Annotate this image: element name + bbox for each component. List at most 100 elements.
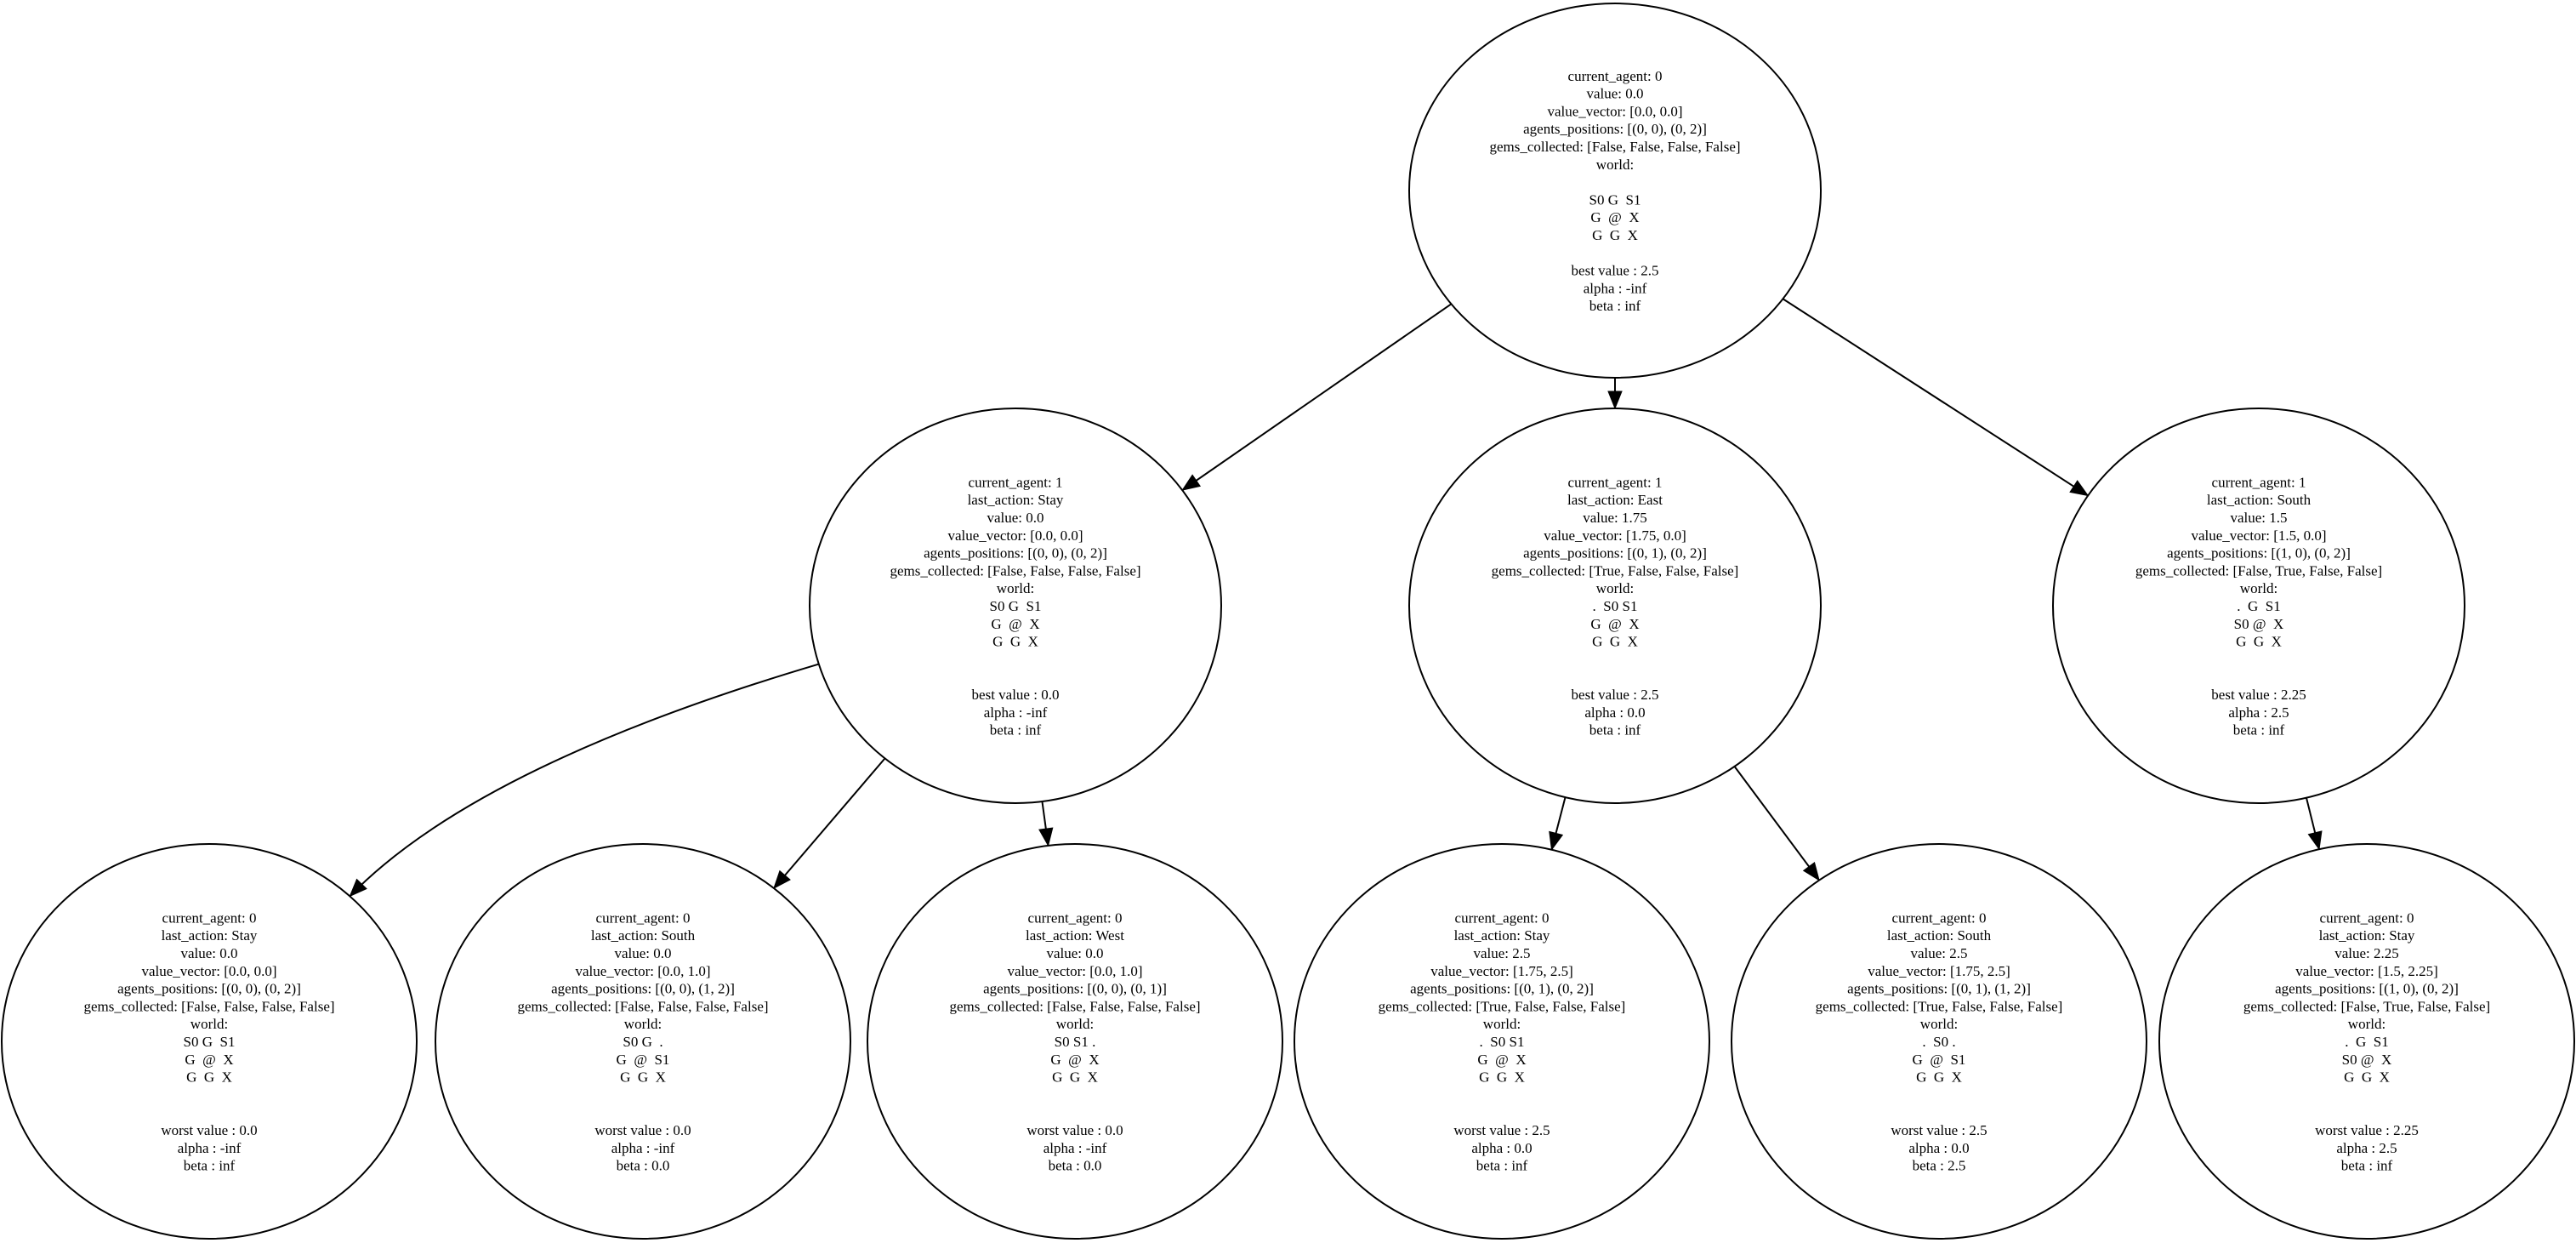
node-text-line: . S0 S1 [1593, 598, 1638, 614]
node-text-line: world: [2240, 580, 2277, 596]
node-text-line: world: [1596, 157, 1634, 173]
node-text-line: alpha : -inf [611, 1140, 675, 1156]
node-text-line: beta : inf [1476, 1158, 1528, 1174]
node-text-line: agents_positions: [(1, 0), (0, 2)] [2167, 545, 2351, 562]
node-text-line: current_agent: 1 [2212, 474, 2306, 490]
node-text-line: gems_collected: [False, True, False, Fal… [2243, 998, 2490, 1014]
node-text-line: best value : 0.0 [972, 687, 1060, 703]
node-text-line: gems_collected: [True, False, False, Fal… [1379, 998, 1626, 1014]
node-text-line: worst value : 0.0 [594, 1122, 691, 1138]
node-text-line: alpha : 2.5 [2336, 1140, 2397, 1156]
node-text-line: value_vector: [0.0, 1.0] [1007, 963, 1142, 979]
node-text-line: alpha : 0.0 [1584, 704, 1645, 721]
node-text-line: value_vector: [0.0, 0.0] [141, 963, 276, 979]
node-text-line: value_vector: [0.0, 1.0] [575, 963, 710, 979]
node-text-line: last_action: Stay [968, 492, 1064, 508]
node-text-line: value_vector: [1.75, 2.5] [1868, 963, 2010, 979]
tree-node-n1-south: current_agent: 1 last_action: South value:… [2052, 408, 2465, 804]
node-text-line: worst value : 0.0 [1026, 1122, 1123, 1138]
edges-layer [349, 298, 2323, 898]
node-text-line: alpha : -inf [984, 704, 1048, 721]
node-text-line: value: 1.5 [2230, 510, 2287, 526]
node-text-line: value: 0.0 [1586, 86, 1643, 102]
node-text-line: best value : 2.5 [1572, 687, 1659, 703]
node-text-line: value_vector: [1.75, 0.0] [1544, 527, 1686, 544]
node-text-line: best value : 2.5 [1572, 263, 1659, 279]
arrowhead-n1-south [2069, 480, 2090, 497]
node-text-line: G @ X [185, 1052, 233, 1068]
node-text-line: last_action: Stay [1454, 927, 1550, 944]
arrowhead-n2-stay-south [773, 870, 791, 890]
node-text-line: beta : inf [184, 1158, 236, 1174]
node-text-line: G G X [1479, 1069, 1525, 1086]
node-text-line: agents_positions: [(0, 1), (1, 2)] [1847, 981, 2031, 997]
node-text-line: G G X [186, 1069, 232, 1086]
node-text-line: agents_positions: [(0, 1), (0, 2)] [1410, 981, 1594, 997]
node-text-line: value_vector: [0.0, 0.0] [1547, 103, 1682, 119]
node-text-line: G G X [1592, 634, 1638, 650]
node-text-line: last_action: Stay [162, 927, 258, 944]
node-text-line: gems_collected: [False, False, False, Fa… [1489, 139, 1740, 155]
node-text-line: value_vector: [0.0, 0.0] [947, 527, 1083, 544]
node-text-line: last_action: South [1887, 927, 1992, 944]
arrowhead-n2-east-south [1802, 861, 1820, 881]
arrowhead-n2-stay-west [1038, 827, 1054, 847]
edge-n1-east-to-n2-east-south [1733, 766, 1820, 881]
node-text-line: agents_positions: [(0, 0), (0, 2)] [1523, 121, 1707, 137]
node-text-line: S0 S1 . [1055, 1034, 1096, 1050]
node-circle [1408, 408, 1822, 804]
node-text-line: worst value : 2.5 [1453, 1122, 1550, 1138]
node-text-line: world: [1596, 580, 1634, 596]
node-text-line: alpha : -inf [1043, 1140, 1107, 1156]
edge-root-to-n1-south [1782, 298, 2089, 497]
node-text-line: value: 0.0 [1046, 945, 1103, 961]
edge-root-to-n1-stay [1181, 303, 1453, 492]
node-text-line: last_action: South [2207, 492, 2312, 508]
node-text-line: world: [1920, 1016, 1958, 1032]
node-text-line: agents_positions: [(1, 0), (0, 2)] [2275, 981, 2459, 997]
node-text-line: G @ S1 [1913, 1052, 1966, 1068]
node-text-line: gems_collected: [False, False, False, Fa… [517, 998, 768, 1014]
node-text-line: beta : inf [2233, 722, 2285, 738]
node-circle [435, 843, 851, 1240]
node-text-line: G G X [1052, 1069, 1098, 1086]
node-text-line: world: [1056, 1016, 1094, 1032]
node-text-line: G G X [620, 1069, 666, 1086]
node-text-line: current_agent: 0 [1455, 909, 1550, 926]
node-text-line: S0 G S1 [184, 1034, 236, 1050]
node-text-line: current_agent: 0 [1892, 909, 1987, 926]
node-text-line: . S0 . [1922, 1034, 1955, 1050]
node-text-line: current_agent: 0 [1568, 68, 1663, 84]
node-text-line: last_action: Stay [2319, 927, 2415, 944]
node-text-line: G @ X [1590, 209, 1639, 225]
node-text-line: gems_collected: [False, False, False, Fa… [890, 562, 1140, 579]
node-text-line: S0 @ X [2342, 1052, 2392, 1068]
node-text-line: G @ X [991, 616, 1039, 632]
node-text-line: agents_positions: [(0, 0), (1, 2)] [551, 981, 735, 997]
node-text-line: G @ X [1590, 616, 1639, 632]
arrowhead-n2-south-stay [2307, 830, 2323, 851]
node-text-line: beta : 0.0 [617, 1158, 670, 1174]
node-circle [2052, 408, 2465, 804]
node-text-line: last_action: West [1026, 927, 1124, 944]
node-text-line: G @ S1 [617, 1052, 670, 1068]
node-text-line: current_agent: 0 [2320, 909, 2414, 926]
node-text-line: G G X [2344, 1069, 2390, 1086]
node-text-line: worst value : 0.0 [161, 1122, 257, 1138]
node-circle [867, 843, 1283, 1240]
node-text-line: G @ X [1050, 1052, 1099, 1068]
node-text-line: S0 G S1 [1589, 191, 1641, 208]
node-text-line: . S0 S1 [1480, 1034, 1525, 1050]
node-circle [1, 843, 418, 1240]
node-text-line: value: 0.0 [614, 945, 671, 961]
node-text-line: alpha : -inf [178, 1140, 242, 1156]
node-text-line: last_action: East [1567, 492, 1663, 508]
node-text-line: world: [1483, 1016, 1521, 1032]
node-text-line: G G X [992, 634, 1038, 650]
